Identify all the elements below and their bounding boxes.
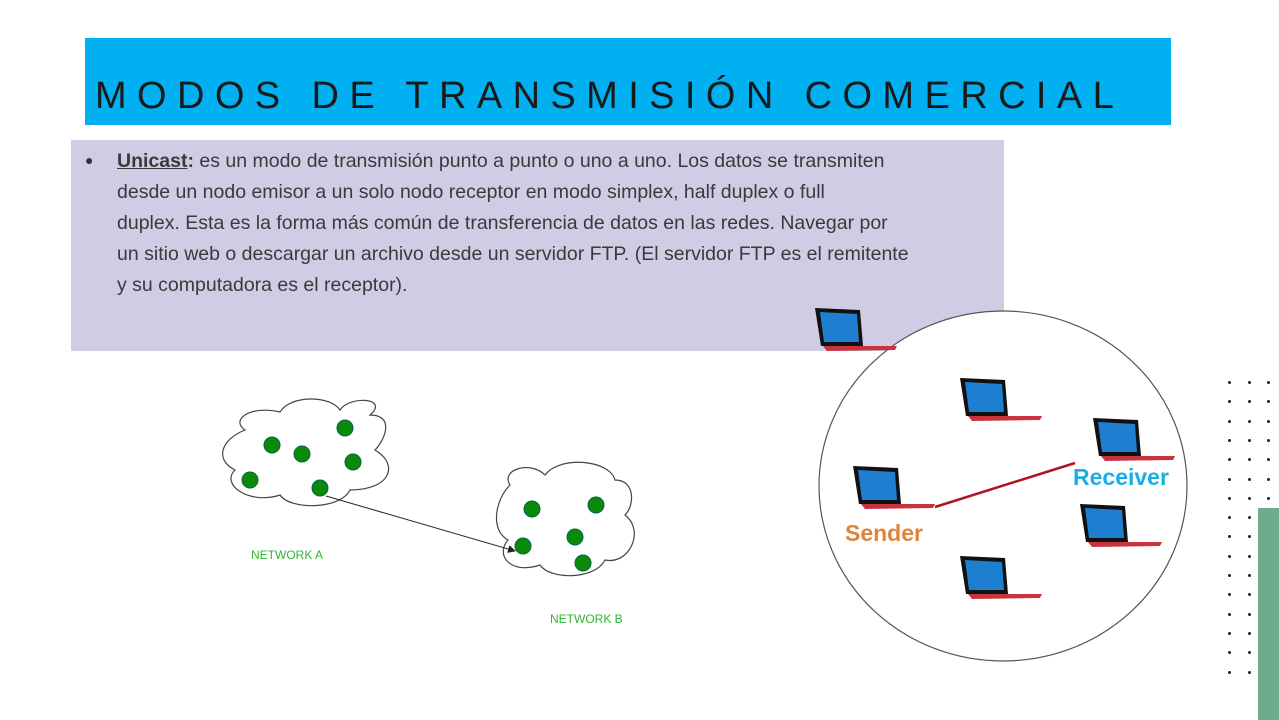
node — [344, 453, 362, 471]
node — [566, 528, 584, 546]
decorative-dot — [1228, 554, 1231, 558]
decorative-dot — [1228, 670, 1231, 674]
decorative-dot — [1228, 477, 1231, 481]
cloud-network-b — [495, 461, 635, 577]
text-line: desde un nodo emisor a un solo nodo rece… — [117, 181, 825, 203]
sender-receiver-diagram — [815, 308, 1188, 662]
network-a-label: NETWORK A — [251, 548, 324, 562]
decorative-dot — [1228, 574, 1231, 577]
decorative-dot — [1247, 381, 1251, 384]
decorative-dot — [1267, 419, 1270, 423]
unicast-arrow — [325, 495, 516, 553]
decorative-dot — [1267, 438, 1270, 442]
decorative-dot — [1228, 438, 1231, 442]
node — [514, 537, 532, 555]
decorative-dot — [1228, 400, 1231, 404]
decorative-dot — [1247, 554, 1251, 558]
decorative-dot — [1247, 535, 1251, 539]
sender-label: Sender — [845, 520, 923, 546]
node — [241, 471, 259, 489]
decorative-dot — [1247, 477, 1251, 481]
decorative-dot — [1247, 593, 1251, 597]
network-b-label: NETWORK B — [550, 612, 623, 626]
decorative-dot — [1247, 458, 1251, 462]
text-line: un sitio web o descargar un archivo desd… — [117, 243, 909, 265]
decorative-dot — [1267, 496, 1270, 500]
decorative-dot — [1267, 381, 1270, 384]
receiver-label: Receiver — [1073, 464, 1169, 490]
decorative-dot — [1247, 574, 1251, 577]
decorative-dot — [1247, 438, 1251, 442]
term-unicast: Unicast — [117, 150, 188, 172]
node — [293, 445, 311, 463]
decorative-green-bar — [1258, 508, 1279, 720]
decorative-dot — [1228, 516, 1231, 520]
decorative-dot — [1228, 496, 1231, 500]
decorative-dot — [1247, 651, 1251, 655]
title-bar: MODOS DE TRANSMISIÓN COMERCIAL — [85, 38, 1171, 125]
unicast-network-diagram — [222, 398, 635, 577]
decorative-dot — [1228, 612, 1231, 616]
bullet-text: Unicast: es un modo de transmisión punto… — [117, 146, 1002, 301]
decorative-dot — [1228, 458, 1231, 462]
node — [574, 554, 592, 572]
laptop-icon — [815, 308, 897, 351]
decorative-dot — [1247, 400, 1251, 404]
decorative-dot — [1247, 631, 1251, 635]
bullet-icon: ● — [85, 152, 94, 168]
text-line: es un modo de transmisión punto a punto … — [193, 150, 885, 172]
node — [336, 419, 354, 437]
term-colon: : — [187, 150, 194, 172]
unicast-link — [934, 461, 1076, 509]
decorative-dot — [1247, 419, 1251, 423]
decorative-dot — [1267, 400, 1270, 404]
node — [523, 500, 541, 518]
decorative-dot — [1228, 593, 1231, 597]
node — [263, 436, 281, 454]
decorative-dot — [1267, 458, 1270, 462]
slide-title: MODOS DE TRANSMISIÓN COMERCIAL — [95, 75, 1125, 117]
decorative-dot — [1228, 419, 1231, 423]
node — [587, 496, 605, 514]
decorative-dot — [1247, 496, 1251, 500]
text-line: y su computadora es el receptor). — [117, 274, 408, 296]
decorative-dot — [1228, 651, 1231, 655]
decorative-dot — [1247, 516, 1251, 520]
decorative-dot — [1247, 670, 1251, 674]
decorative-dot — [1247, 612, 1251, 616]
decorative-dot — [1267, 477, 1270, 481]
content-box: ● Unicast: es un modo de transmisión pun… — [71, 140, 1004, 351]
decorative-dot — [1228, 631, 1231, 635]
decorative-dot — [1228, 381, 1231, 384]
text-line: duplex. Esta es la forma más común de tr… — [117, 212, 888, 234]
decorative-dot — [1228, 535, 1231, 539]
node — [311, 479, 329, 497]
